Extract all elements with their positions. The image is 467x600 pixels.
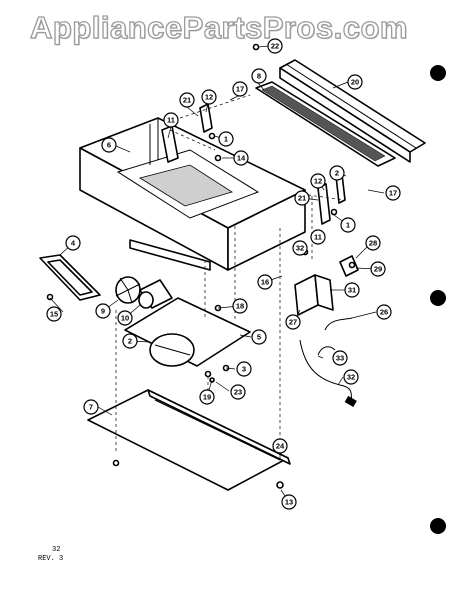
callout-8-label: 8 [257,72,261,81]
page-info: 32 REV. 3 [38,546,63,564]
callout-21-right-label: 21 [298,194,306,203]
callout-20: 20 [347,74,363,90]
blower-plate [124,297,251,367]
page-number: 32 [52,546,61,554]
callout-14-label: 14 [237,154,246,163]
callout-1-right: 1 [340,217,356,233]
main-housing [79,117,306,271]
callout-28: 28 [365,235,381,251]
callout-14: 14 [233,150,249,166]
callout-7: 7 [83,399,99,415]
callout-28-label: 28 [369,239,377,248]
callout-26: 26 [376,304,392,320]
callout-11-right-label: 11 [314,233,322,242]
switch-bracket [294,274,334,316]
callout-17-top: 17 [232,81,248,97]
power-cord [299,317,357,407]
revision-label: REV. 3 [38,555,64,563]
callout-17-right-label: 17 [389,189,397,198]
callout-9-label: 9 [101,307,105,316]
callout-5-label: 5 [257,333,261,342]
callout-19: 19 [199,389,215,405]
callout-2-right-label: 2 [335,169,339,178]
callout-1-right-label: 1 [346,221,350,230]
callout-33: 33 [332,350,348,366]
punch-hole-top [430,65,446,81]
callout-27: 27 [285,314,301,330]
trim-panel [279,59,426,163]
callout-15: 15 [46,306,62,322]
callout-17-right: 17 [385,185,401,201]
callout-23: 22 [267,38,283,54]
callout-6: 6 [101,137,117,153]
callout-22-label: 23 [234,388,242,397]
callout-3-label: 3 [242,365,246,374]
callout-30: 31 [344,282,360,298]
callout-11-label: 11 [167,116,175,125]
callout-13-label: 13 [285,498,293,507]
punch-hole-bottom [430,518,446,534]
side-bracket-upper [161,103,213,163]
callout-10-label: 10 [121,314,129,323]
duct-collar [39,254,101,301]
callout-20-label: 20 [351,78,359,87]
callout-2-left: 2 [122,333,138,349]
callout-22: 23 [230,384,246,400]
watermark: AppliancePartsPros.com [29,9,408,45]
callout-1-top: 1 [218,131,234,147]
callout-12-right: 12 [310,173,326,189]
callout-24: 24 [272,438,288,454]
callout-8: 8 [251,68,267,84]
callout-17-top-label: 17 [236,85,244,94]
callout-1-top-label: 1 [224,135,228,144]
callout-10: 10 [117,310,133,326]
callout-9: 9 [95,303,111,319]
callout-19-label: 19 [203,393,211,402]
callout-21-top: 21 [179,92,195,108]
callout-11: 11 [163,112,179,128]
filter [255,81,396,167]
callout-31-label: 32 [296,244,304,253]
callout-29: 29 [370,261,386,277]
bottom-panel [87,389,291,491]
callout-31: 32 [292,240,308,256]
callout-27-label: 27 [289,318,297,327]
callout-6-label: 6 [107,141,111,150]
callout-21-top-label: 21 [183,96,191,105]
callout-13: 13 [281,494,297,510]
callout-33-label: 33 [336,354,344,363]
callout-23-label: 22 [271,42,279,51]
callout-11-right: 11 [310,229,326,245]
callout-4: 4 [65,235,81,251]
fan-motor [138,279,173,309]
callout-18-label: 18 [236,302,244,311]
callout-32: 32 [343,369,359,385]
callout-7-label: 7 [89,403,93,412]
callout-16: 16 [257,274,273,290]
callout-29-label: 29 [374,265,382,274]
callout-32-label: 32 [347,373,355,382]
callout-16-label: 16 [261,278,269,287]
callout-15-label: 15 [50,310,58,319]
punch-hole-middle [430,290,446,306]
callout-30-label: 31 [348,286,356,295]
callout-5: 5 [251,329,267,345]
callout-2-left-label: 2 [128,337,132,346]
callout-21-right: 21 [294,190,310,206]
callout-3: 3 [236,361,252,377]
callout-18: 18 [232,298,248,314]
callout-2-right: 2 [329,165,345,181]
fan-blade [115,276,141,304]
callout-12-top-label: 12 [205,93,213,102]
callout-12-right-label: 12 [314,177,322,186]
callout-26-label: 26 [380,308,388,317]
callout-4-label: 4 [71,239,76,248]
callout-12-top: 12 [201,89,217,105]
callout-24-label: 24 [276,442,285,451]
